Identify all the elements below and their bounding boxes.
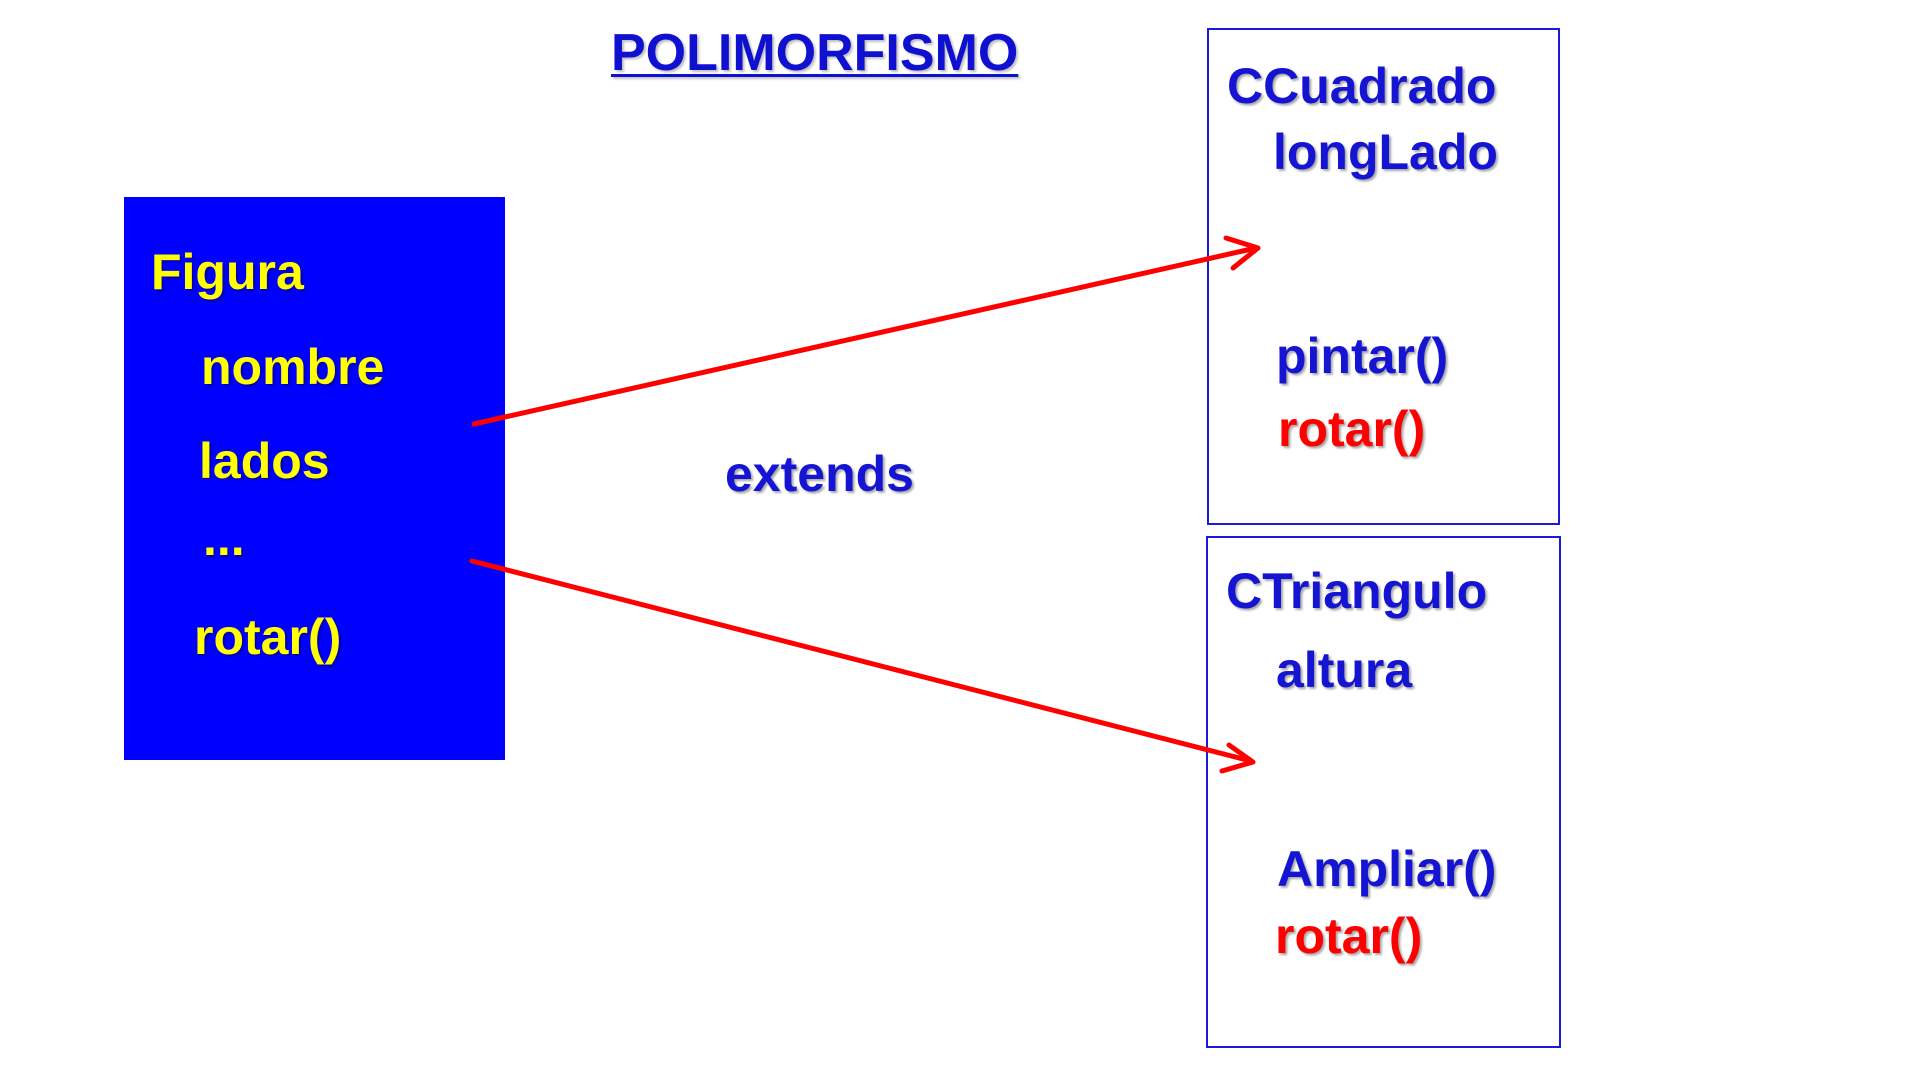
- subclass-attribute-altura: altura: [1276, 642, 1413, 698]
- base-member-nombre: nombre: [201, 339, 385, 395]
- subclass-method-pintar: pintar(): [1276, 328, 1449, 384]
- base-member-ellipsis: ...: [203, 510, 245, 566]
- subclass-box-ccuadrado: [1207, 28, 1560, 525]
- arrow-to-ccuadrado: [471, 245, 1259, 427]
- subclass-name-ctriangulo: CTriangulo: [1226, 563, 1488, 619]
- arrow-to-ctriangulo: [469, 558, 1254, 764]
- subclass-name-ccuadrado: CCuadrado: [1227, 58, 1497, 114]
- extends-label: extends: [725, 446, 914, 502]
- subclass-override-rotar-cuadrado: rotar(): [1278, 401, 1426, 457]
- subclass-attribute-longlado: longLado: [1273, 124, 1498, 180]
- subclass-override-rotar-triangulo: rotar(): [1275, 908, 1423, 964]
- base-member-lados: lados: [199, 433, 330, 489]
- slide-title: POLIMORFISMO: [611, 24, 1019, 82]
- base-class-name: Figura: [151, 244, 304, 300]
- subclass-method-ampliar: Ampliar(): [1277, 841, 1497, 897]
- base-class-box: [124, 197, 505, 760]
- subclass-box-ctriangulo: [1206, 536, 1561, 1048]
- base-member-rotar: rotar(): [194, 609, 342, 665]
